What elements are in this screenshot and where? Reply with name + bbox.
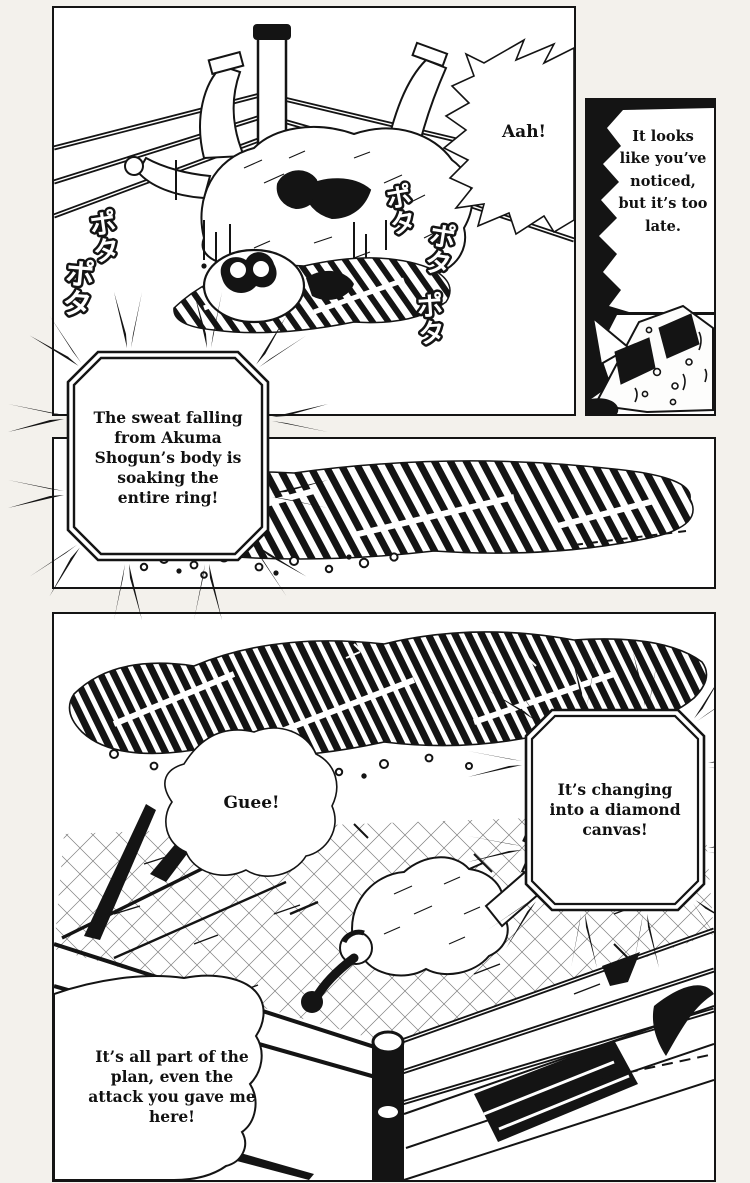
guee-bubble [164, 727, 338, 877]
panel-ring-corner: ポタ ポタ ポタ ポタ ポタ Aah! [52, 6, 576, 416]
sweat-burst-frame [8, 292, 328, 620]
diamond-burst-text: It’s changing into a diamond canvas! [549, 780, 681, 839]
panel-caption-face: It looks like you’ve noticed, but it’s t… [585, 98, 716, 416]
aah-bubble [442, 38, 574, 236]
diamond-burst-bubble [468, 652, 714, 968]
dark-wedge [587, 315, 617, 402]
pota-sfx: ポタ [83, 208, 121, 266]
wrestlers-tangled [124, 41, 543, 291]
fallen-wrestler-puddle [173, 248, 451, 334]
caption-white-burst [599, 108, 714, 312]
pota-sfx: ポタ [411, 291, 446, 347]
aah-bubble-text: Aah! [501, 122, 547, 143]
panel-diamond-canvas: Guee! It’s changing into a diamond canva… [52, 612, 716, 1182]
plan-bubble-text: It’s all part of the plan, even the atta… [88, 1047, 256, 1126]
pota-sfx-group: ポタ ポタ ポタ ポタ ポタ [54, 179, 460, 350]
pota-sfx: ポタ [55, 256, 95, 319]
ring-corner-art: ポタ ポタ ポタ ポタ ポタ [54, 24, 574, 350]
corner-post-2 [371, 1030, 405, 1180]
akuma-mask-face [587, 304, 714, 414]
sweat-burst-text: The sweat falling from Akuma Shogun’s bo… [93, 408, 243, 507]
torn-rope-shapes [602, 952, 714, 1056]
plan-bubble [54, 974, 265, 1180]
sweat-burst-bubble: The sweat falling from Akuma Shogun’s bo… [0, 288, 340, 638]
diamond-canvas-art [54, 631, 714, 1180]
caption-face-art [587, 100, 714, 414]
guee-bubble-text: Guee! [223, 793, 280, 814]
caption-text: It looks like you’ve noticed, but it’s t… [618, 128, 708, 235]
